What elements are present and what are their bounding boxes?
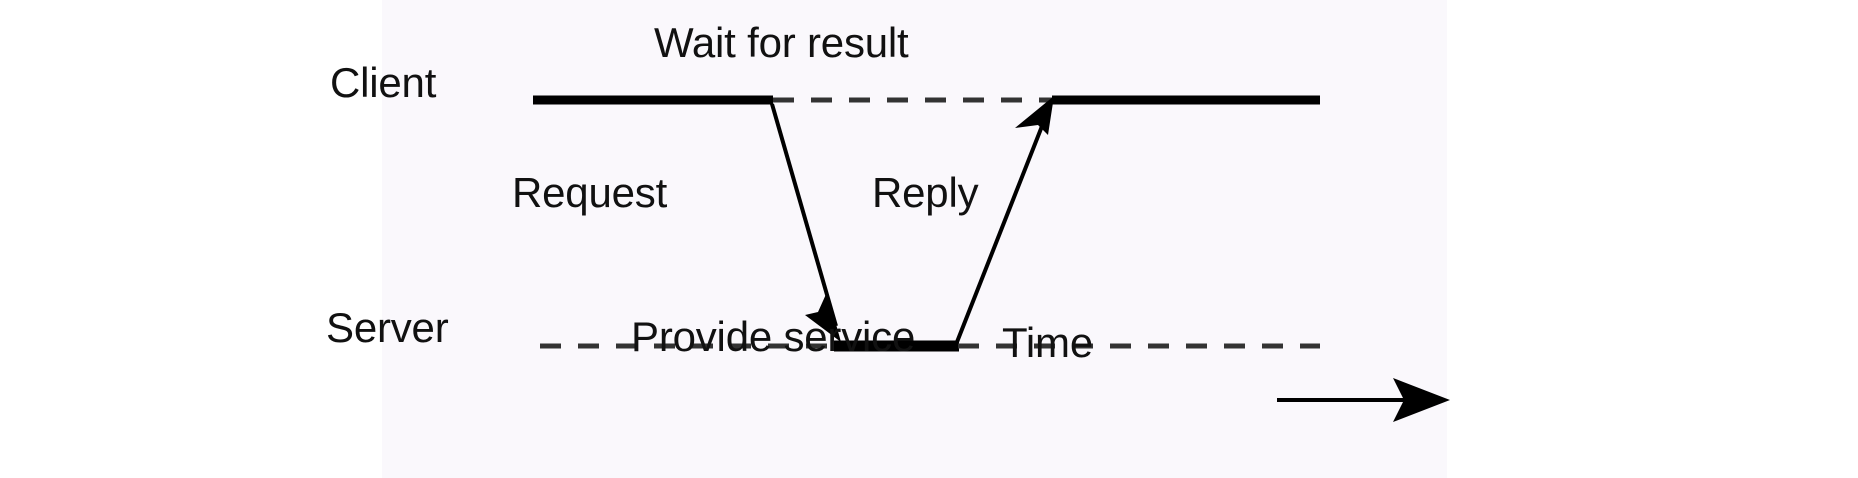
- figure-canvas: [382, 0, 1447, 478]
- reply-message-label: Reply: [872, 169, 979, 216]
- request-arrow-shaft: [770, 103, 838, 327]
- time-axis-label: Time: [1002, 319, 1093, 366]
- client-lane-label: Client: [330, 59, 437, 106]
- time-arrow-icon: [1277, 378, 1450, 422]
- time-arrow-head: [1393, 378, 1450, 422]
- provide-service-label: Provide service: [631, 313, 916, 360]
- reply-arrow-shaft: [955, 115, 1048, 343]
- request-arrow-icon: [770, 103, 841, 342]
- request-arrow-head: [805, 292, 841, 342]
- reply-arrow-icon: [955, 96, 1054, 343]
- reply-arrow-head: [1015, 96, 1054, 135]
- request-message-label: Request: [512, 169, 668, 216]
- server-lane-label: Server: [326, 304, 449, 351]
- wait-for-result-label: Wait for result: [654, 19, 909, 66]
